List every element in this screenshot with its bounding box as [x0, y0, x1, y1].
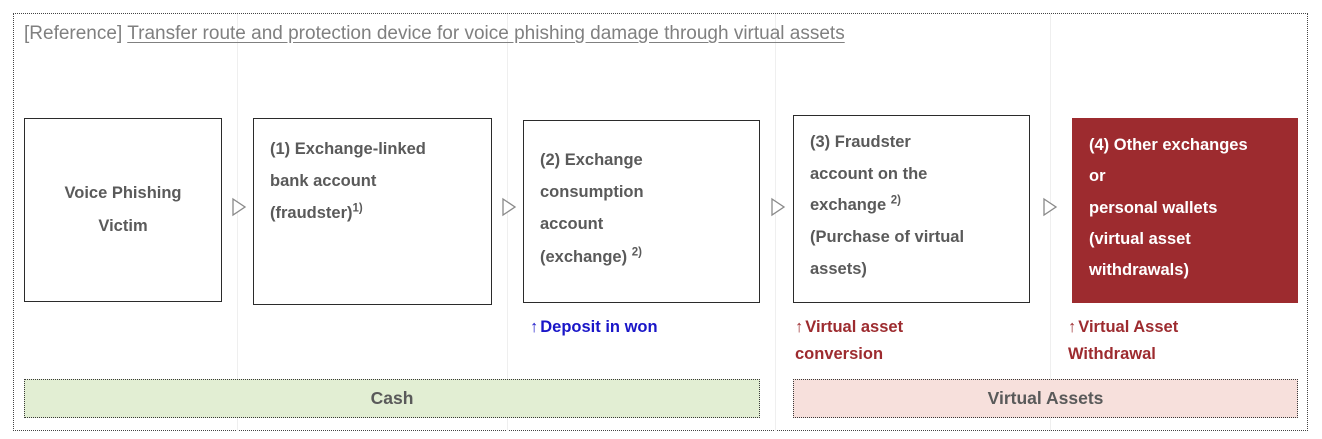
flow-box-line: (4) Other exchanges — [1089, 136, 1248, 154]
footnote-marker: 1) — [352, 202, 363, 215]
flow-box-fraudster-account-on-exchange[interactable]: (3) Fraudster account on the exchange 2)… — [793, 115, 1030, 303]
flow-box-line: Victim — [98, 217, 148, 235]
flow-box-line: account on the — [810, 164, 928, 183]
flow-box-line-with-superscript: (exchange) 2) — [540, 241, 743, 273]
flow-box-line: (exchange) — [540, 247, 632, 266]
caption-line: ↑Virtual Asset — [1068, 314, 1178, 341]
triangle-right-icon — [501, 197, 517, 217]
column-separator — [1050, 14, 1051, 431]
triangle-right-icon — [770, 197, 786, 217]
flow-box-line-with-superscript: (fraudster)1) — [270, 197, 475, 229]
caption-text: Virtual asset — [805, 318, 904, 336]
flow-box-line: or — [1089, 167, 1106, 186]
caption-virtual-asset-conversion: ↑Virtual asset conversion — [795, 314, 903, 367]
band-label: Virtual Assets — [987, 388, 1104, 408]
arrow-up-icon: ↑ — [530, 318, 539, 336]
footnote-marker: 2) — [631, 246, 642, 259]
band-cash: Cash — [24, 379, 760, 418]
caption-line: ↑Deposit in won — [530, 314, 658, 341]
title-prefix: [Reference] — [24, 23, 123, 44]
caption-line: conversion — [795, 344, 884, 363]
caption-line: ↑Virtual asset — [795, 314, 903, 341]
band-label: Cash — [370, 388, 414, 408]
flow-box-line: (3) Fraudster — [810, 133, 911, 151]
flow-box-line: (1) Exchange-linked — [270, 140, 426, 158]
flow-box-line: account — [540, 215, 604, 234]
column-separator — [237, 14, 238, 431]
caption-deposit-in-won: ↑Deposit in won — [530, 314, 658, 341]
arrow-up-icon: ↑ — [795, 318, 804, 336]
column-separator — [775, 14, 776, 431]
diagram-outer-frame — [13, 13, 1308, 431]
title-text: Transfer route and protection device for… — [127, 23, 845, 44]
flow-box-line: bank account — [270, 172, 377, 191]
band-virtual-assets: Virtual Assets — [793, 379, 1298, 418]
flow-box-line: (2) Exchange — [540, 151, 643, 169]
flow-box-line: exchange — [810, 196, 891, 215]
flow-box-line-with-superscript: exchange 2) — [810, 190, 1013, 222]
caption-text: Virtual Asset — [1078, 318, 1179, 336]
footnote-marker: 2) — [890, 194, 901, 207]
flow-box-voice-phishing-victim[interactable]: Voice Phishing Victim — [24, 118, 222, 302]
caption-virtual-asset-withdrawal: ↑Virtual Asset Withdrawal — [1068, 314, 1178, 367]
flow-box-line: personal wallets — [1089, 198, 1218, 217]
triangle-right-icon — [1042, 197, 1058, 217]
column-separator — [507, 14, 508, 431]
flow-box-line: assets) — [810, 259, 867, 278]
caption-line: Withdrawal — [1068, 344, 1156, 363]
flow-box-other-exchanges-personal-wallets[interactable]: (4) Other exchanges or personal wallets … — [1072, 118, 1298, 303]
flow-box-exchange-linked-bank-account[interactable]: (1) Exchange-linked bank account (frauds… — [253, 118, 492, 305]
triangle-right-icon — [231, 197, 247, 217]
flow-box-line: (virtual asset — [1089, 230, 1191, 249]
flow-box-exchange-consumption-account[interactable]: (2) Exchange consumption account (exchan… — [523, 120, 760, 303]
flow-box-line: Voice Phishing — [64, 184, 182, 202]
flow-box-line: consumption — [540, 183, 644, 202]
caption-text: Deposit in won — [540, 318, 658, 336]
flow-box-line: withdrawals) — [1089, 261, 1189, 280]
reference-title: [Reference] Transfer route and protectio… — [24, 23, 845, 47]
flow-box-line: (Purchase of virtual — [810, 228, 965, 247]
flow-box-line: (fraudster) — [270, 204, 353, 223]
arrow-up-icon: ↑ — [1068, 318, 1077, 336]
